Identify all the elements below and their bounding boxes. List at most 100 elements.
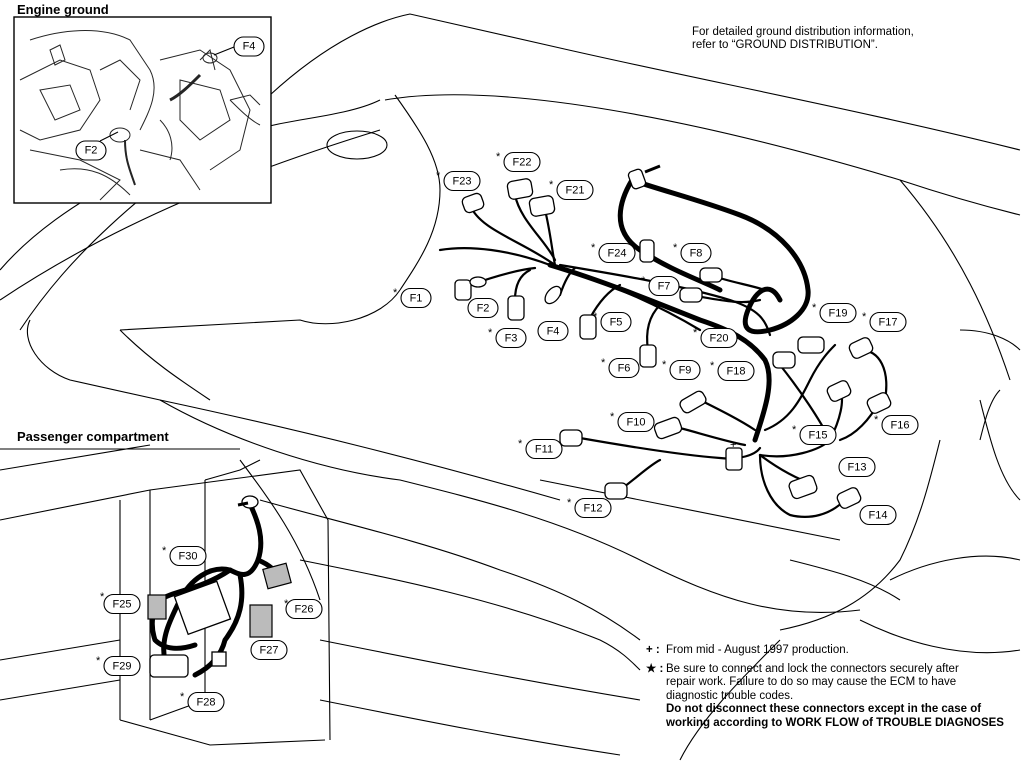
label-text-F10: F10: [627, 417, 646, 429]
label-F15: F15: [799, 424, 837, 446]
star-text-block: Be sure to connect and lock the connecto…: [666, 663, 1004, 731]
label-F21: F21: [556, 179, 594, 201]
plus-text: From mid - August 1997 production.: [666, 644, 849, 656]
label-text-F17: F17: [879, 317, 898, 329]
star-mark-F9: *: [662, 359, 667, 371]
label-text-F11: F11: [535, 444, 553, 456]
inset-label-F4: F4: [233, 36, 265, 57]
connector-F14-body: [836, 487, 862, 509]
star-mark-F21: *: [549, 179, 554, 191]
label-F4: F4: [537, 320, 569, 342]
label-text-F26: F26: [295, 604, 314, 616]
connector-F30-body: [173, 580, 232, 636]
label-text-F15: F15: [809, 430, 828, 442]
connector-F1-body: [454, 279, 472, 301]
plus-mark-F18: +: [730, 439, 736, 451]
label-text-F1: F1: [410, 293, 423, 305]
connector-F24-body: [639, 239, 655, 263]
label-F2: F2: [467, 297, 499, 319]
label-text-F24: F24: [608, 248, 627, 260]
connector-F25-body: [147, 594, 167, 620]
engine-ground-inset: Engine ground F4 F2: [13, 2, 272, 204]
label-F27: F27: [250, 639, 288, 661]
passenger-compartment-title: Passenger compartment: [17, 429, 169, 444]
connector-F7-body: [679, 287, 703, 303]
label-F17: F17: [869, 311, 907, 333]
label-F10: F10: [617, 411, 655, 433]
connector-F23-body: [461, 192, 485, 214]
star-mark-F11: *: [518, 438, 523, 450]
label-F5: F5: [600, 311, 632, 333]
star-mark-F22: *: [496, 151, 501, 163]
label-F11: F11: [525, 438, 563, 460]
star-mark-F29: *: [96, 655, 101, 667]
label-F24: F24: [598, 242, 636, 264]
label-text-F5: F5: [610, 317, 623, 329]
label-F12: F12: [574, 497, 612, 519]
star-mark-F5: *: [593, 311, 598, 323]
connector-F5-body: [579, 314, 597, 340]
label-F30: F30: [169, 545, 207, 567]
legend: + : From mid - August 1997 production. ★…: [646, 644, 1004, 730]
label-F26: F26: [285, 598, 323, 620]
star-mark-F7: *: [641, 275, 646, 287]
star-mark-F30: *: [162, 545, 167, 557]
connector-F3-body: [507, 295, 525, 321]
connector-F11-body: [559, 429, 583, 447]
connector-F12-body: [604, 482, 628, 500]
star-mark-F3: *: [488, 327, 493, 339]
legend-plus-row: + : From mid - August 1997 production.: [646, 644, 1004, 658]
star-mark-F10: *: [610, 411, 615, 423]
inset-label-F2: F2: [75, 140, 107, 161]
label-text-F9: F9: [679, 365, 692, 377]
label-F20: F20: [700, 327, 738, 349]
label-text-F19: F19: [829, 308, 848, 320]
star-mark-F15: *: [792, 424, 797, 436]
connector-F17-body: [848, 337, 874, 359]
label-text-F23: F23: [453, 176, 472, 188]
label-text-F21: F21: [566, 185, 585, 197]
label-text-F16: F16: [891, 420, 910, 432]
star-mark-F1: *: [393, 287, 398, 299]
connector-F15-body: [826, 380, 852, 402]
star-mark-F23: *: [436, 170, 441, 182]
label-text-F4: F4: [547, 326, 560, 338]
label-F29: F29: [103, 655, 141, 677]
label-text-F22: F22: [513, 157, 532, 169]
star-mark-F28: *: [180, 691, 185, 703]
star-marks: *************************: [96, 151, 879, 703]
connector-F19-body: [797, 336, 825, 354]
label-text-F27: F27: [260, 645, 279, 657]
connector-F9-body: [679, 390, 707, 414]
connector-F2-body: [469, 276, 487, 288]
connector-F13-body: [788, 474, 818, 500]
connector-labels: F1F2F3F4F5F6F7F8F9F10F11F12F13F14F15F16F…: [103, 151, 919, 713]
engine-compartment-outline: [0, 13, 1021, 761]
connector-F20-body: [772, 351, 796, 369]
star-mark-F26: *: [284, 598, 289, 610]
label-F19: F19: [819, 302, 857, 324]
connector-F10-body: [653, 416, 683, 440]
star-mark-F24: *: [591, 242, 596, 254]
connector-F6-body: [639, 344, 657, 368]
star-mark-F17: *: [862, 311, 867, 323]
label-text-F2: F2: [477, 303, 490, 315]
label-F18: F18: [717, 360, 755, 382]
star-mark-F12: *: [567, 497, 572, 509]
label-F6: F6: [608, 357, 640, 379]
star-mark-F25: *: [100, 591, 105, 603]
label-text-F12: F12: [584, 503, 603, 515]
label-F22: F22: [503, 151, 541, 173]
label-F7: F7: [648, 275, 680, 297]
connector-F29-body: [149, 654, 189, 678]
star-mark-F16: *: [874, 414, 879, 426]
label-F9: F9: [669, 359, 701, 381]
connector-F4-body: [544, 285, 562, 305]
label-F16: F16: [881, 414, 919, 436]
label-F28: F28: [187, 691, 225, 713]
label-F14: F14: [859, 504, 897, 526]
star-mark-F19: *: [812, 302, 817, 314]
bold-warning-line-1: Do not disconnect these connectors excep…: [666, 703, 982, 715]
label-text-F25: F25: [113, 599, 132, 611]
